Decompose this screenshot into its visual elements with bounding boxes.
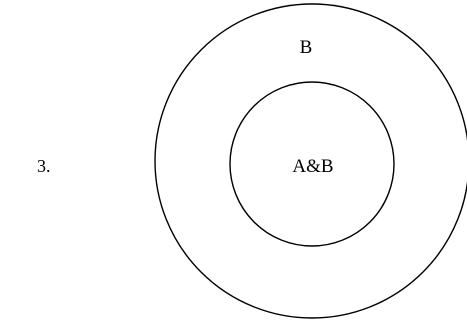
item-number: 3.: [37, 156, 51, 176]
label-b: B: [300, 37, 313, 58]
inner-circle-a: [229, 81, 395, 247]
label-a-and-b: A&B: [292, 156, 333, 177]
outer-circle-b: [154, 3, 467, 319]
